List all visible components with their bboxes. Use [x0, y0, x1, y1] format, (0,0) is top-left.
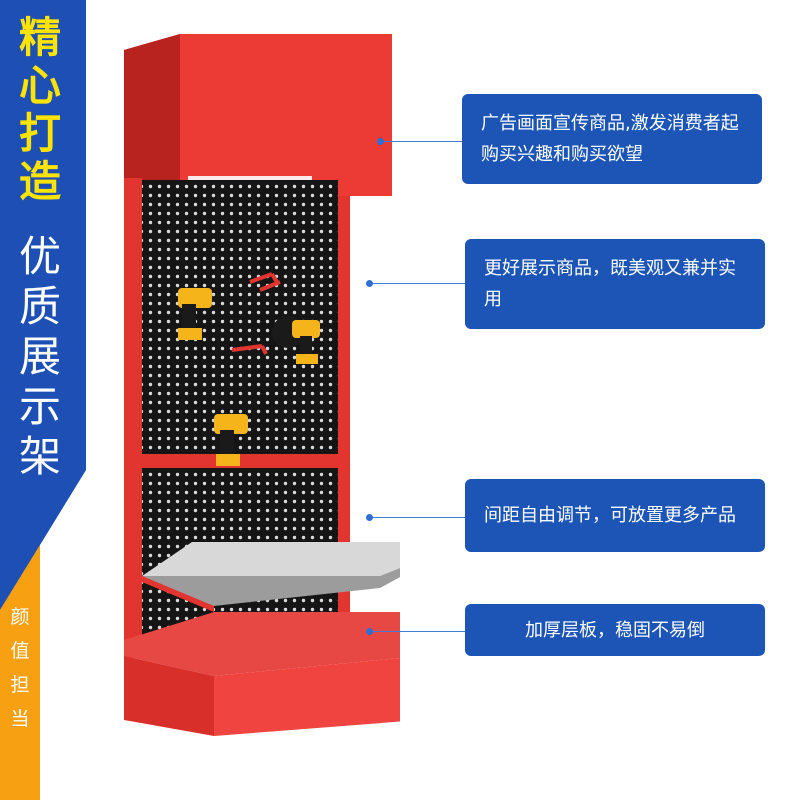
banner-tag-char: 担 [10, 674, 30, 696]
banner-title-char: 造 [18, 157, 61, 206]
leader-line [372, 631, 465, 632]
drill-icon [178, 288, 212, 340]
hook-icon [231, 272, 281, 355]
shelf [142, 542, 400, 612]
display-rack-illustration [124, 34, 400, 736]
banner-tag: 颜 值 担 当 [0, 600, 40, 736]
header-box [124, 34, 392, 196]
drill-icon [214, 414, 248, 466]
banner-title-char: 精 [18, 13, 61, 62]
leader-line [383, 141, 462, 142]
banner-subtitle-char: 优 [18, 232, 61, 281]
callout-text: 更好展示商品，既美观又兼并实用 [484, 258, 736, 310]
banner-tag-char: 当 [10, 708, 30, 730]
left-post [124, 178, 142, 658]
banner-title-char: 打 [18, 109, 61, 158]
drill-icon [272, 316, 320, 364]
leader-line [372, 283, 465, 284]
callout-text: 间距自由调节，可放置更多产品 [484, 505, 736, 526]
banner-tag-char: 值 [10, 640, 30, 662]
leader-dot [377, 138, 384, 145]
banner-title-char: 心 [18, 61, 61, 110]
right-post [338, 196, 350, 636]
leader-line [372, 517, 465, 518]
leader-dot [366, 628, 373, 635]
banner-background [0, 0, 86, 800]
banner-subtitle: 优 质 展 示 架 [10, 232, 70, 482]
leader-dot [366, 514, 373, 521]
callout-display: 更好展示商品，既美观又兼并实用 [465, 239, 765, 329]
banner-subtitle-char: 架 [18, 432, 61, 481]
banner-subtitle-char: 展 [18, 332, 61, 381]
callout-shelf: 加厚层板，稳固不易倒 [465, 604, 765, 656]
base [124, 612, 400, 736]
banner-tag-char: 颜 [10, 606, 30, 628]
callout-spacing: 间距自由调节，可放置更多产品 [465, 479, 765, 552]
pegboard-upper [142, 180, 338, 454]
callout-text: 广告画面宣传商品,激发消费者起购买兴趣和购买欲望 [481, 113, 739, 165]
leader-dot [366, 280, 373, 287]
banner-subtitle-char: 质 [18, 282, 61, 331]
left-banner: 精 心 打 造 优 质 展 示 架 颜 值 担 当 [0, 0, 86, 800]
banner-subtitle-char: 示 [18, 382, 61, 431]
banner-title: 精 心 打 造 [10, 14, 70, 206]
callout-header-ad: 广告画面宣传商品,激发消费者起购买兴趣和购买欲望 [462, 94, 762, 184]
callout-text: 加厚层板，稳固不易倒 [525, 619, 705, 641]
